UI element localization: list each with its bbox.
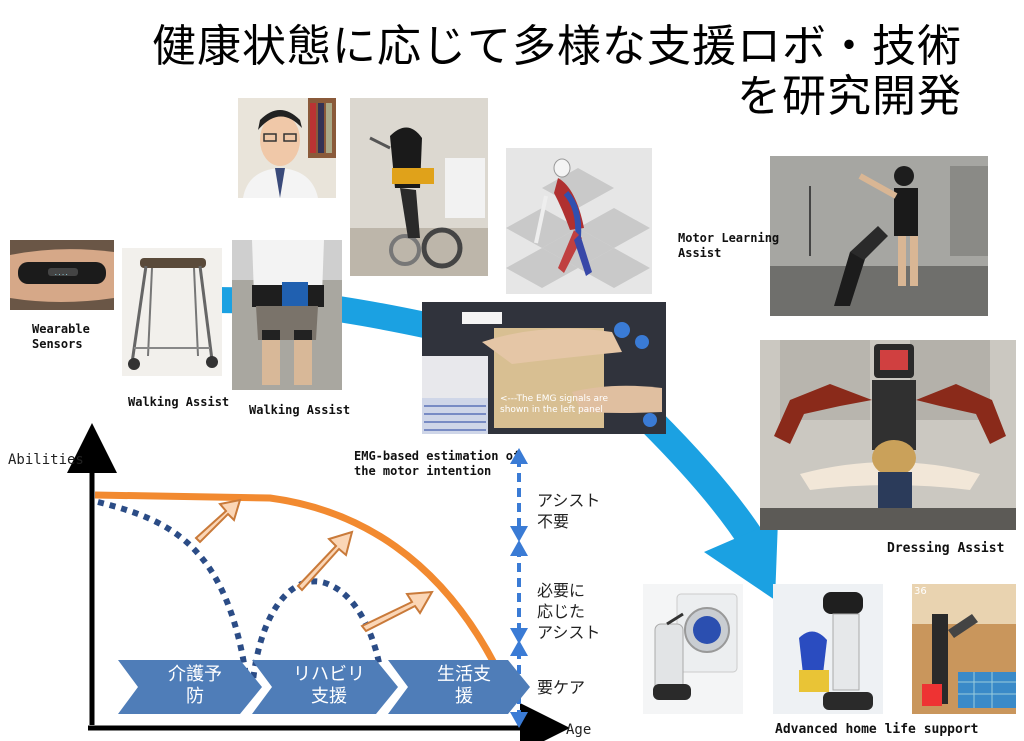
caption-walking-assist-1: Walking Assist	[128, 395, 230, 409]
decline-curve-1	[97, 499, 251, 691]
skeleton-sim-illustration	[506, 148, 652, 294]
stage-label-prevention: 介護予 防	[150, 664, 240, 708]
motor-learning-photo	[770, 156, 988, 316]
caption-home-life-support: Advanced home life support	[775, 722, 979, 737]
photo-counter: 36	[914, 586, 927, 597]
caption-motor-line-1: Motor Learning	[678, 231, 780, 245]
zone-label-no-assist: アシスト 不要	[537, 490, 600, 532]
zone-2-line-2: 応じた	[537, 602, 586, 621]
walking-device-photo	[232, 240, 342, 390]
stage-2-line-1: リハビリ	[293, 664, 365, 685]
home-robot-photo-3: 36	[912, 584, 1016, 714]
zone-2-arrow-up	[510, 540, 528, 556]
kitchen-robot-illustration	[912, 584, 1016, 714]
washer-robot-illustration	[643, 584, 743, 714]
walker-illustration	[122, 248, 222, 376]
caption-emg: EMG-based estimation of the motor intent…	[354, 449, 520, 479]
caption-walking-assist-2: Walking Assist	[249, 403, 351, 417]
wristband-illustration: ....	[10, 240, 114, 310]
zone-2-line-1: 必要に	[537, 581, 586, 600]
zone-1-line-2: 不要	[537, 512, 570, 531]
caption-wearable-line-2: Sensors	[32, 337, 83, 351]
zone-3-arrow-down	[510, 712, 528, 728]
stage-label-life-support: 生活支 援	[416, 664, 512, 708]
caption-motor-learning: Motor Learning Assist	[678, 231, 779, 261]
zone-2-arrow-down	[510, 628, 528, 644]
emg-overlay-text: <---The EMG signals are shown in the lef…	[500, 394, 608, 416]
y-axis-label: Abilities	[8, 452, 84, 468]
zone-label-assist-as-needed: 必要に 応じた アシスト	[537, 580, 600, 643]
zone-3-arrow-up	[510, 640, 528, 656]
title-line-2: を研究開発	[737, 71, 962, 122]
caption-emg-line-2: the motor intention	[354, 464, 492, 478]
flow-arrow-segment-2	[640, 410, 767, 553]
improvement-arrow-2	[296, 530, 354, 592]
title-line-1: 健康状態に応じて多様な支援ロボ・技術	[152, 21, 962, 72]
zone-1-arrow-up	[510, 448, 528, 464]
stage-1-line-2: 防	[186, 686, 204, 707]
walking-device-illustration	[232, 240, 342, 390]
stage-chevron-3	[388, 660, 530, 714]
home-robot-photo-1	[643, 584, 743, 714]
stage-1-line-1: 介護予	[168, 664, 222, 685]
flow-arrow-head	[704, 520, 778, 600]
zone-1-line-1: アシスト	[537, 491, 601, 510]
laundry-robot-illustration	[773, 584, 883, 714]
ability-curve	[94, 491, 499, 667]
exercise-bike-photo	[350, 98, 488, 276]
stage-chevron-1	[118, 660, 262, 714]
emg-illustration	[422, 302, 666, 434]
zone-3-line-1: 要ケア	[537, 678, 586, 697]
portrait-photo	[238, 98, 336, 198]
exercise-bike-illustration	[350, 98, 488, 276]
zone-2-line-3: アシスト	[537, 623, 601, 642]
emg-overlay-line-1: <---The EMG signals are	[500, 394, 609, 404]
svg-text:....: ....	[54, 270, 68, 277]
home-robot-photo-2	[773, 584, 883, 714]
stage-3-line-1: 生活支	[437, 664, 491, 685]
improvement-arrow-3	[360, 590, 434, 633]
zone-label-care-needed: 要ケア	[537, 677, 585, 698]
dressing-assist-photo	[760, 340, 1016, 530]
motor-learning-illustration	[770, 156, 988, 316]
caption-emg-line-1: EMG-based estimation of	[354, 449, 521, 463]
decline-curve-2	[249, 578, 383, 691]
x-axis-label: Age	[566, 722, 592, 738]
wearable-photo: ....	[10, 240, 114, 310]
emg-experiment-photo: <---The EMG signals are shown in the lef…	[422, 302, 666, 434]
stage-label-rehab: リハビリ 支援	[280, 664, 378, 708]
caption-wearable: Wearable Sensors	[32, 322, 90, 352]
stage-3-line-2: 援	[455, 686, 473, 707]
walker-photo	[122, 248, 222, 376]
emg-overlay-line-2: shown in the left panel	[500, 405, 603, 415]
caption-motor-line-2: Assist	[678, 246, 722, 260]
stage-2-line-2: 支援	[311, 686, 347, 707]
stage-chevron-2	[252, 660, 398, 714]
skeleton-sim-photo	[506, 148, 652, 294]
dressing-robot-illustration	[760, 340, 1016, 530]
caption-dressing-assist: Dressing Assist	[887, 541, 1005, 556]
caption-wearable-line-1: Wearable	[32, 322, 90, 336]
improvement-arrow-1	[194, 498, 242, 544]
portrait-illustration	[238, 98, 336, 198]
zone-1-arrow-down	[510, 526, 528, 542]
slide-title: 健康状態に応じて多様な支援ロボ・技術 を研究開発	[152, 22, 962, 122]
